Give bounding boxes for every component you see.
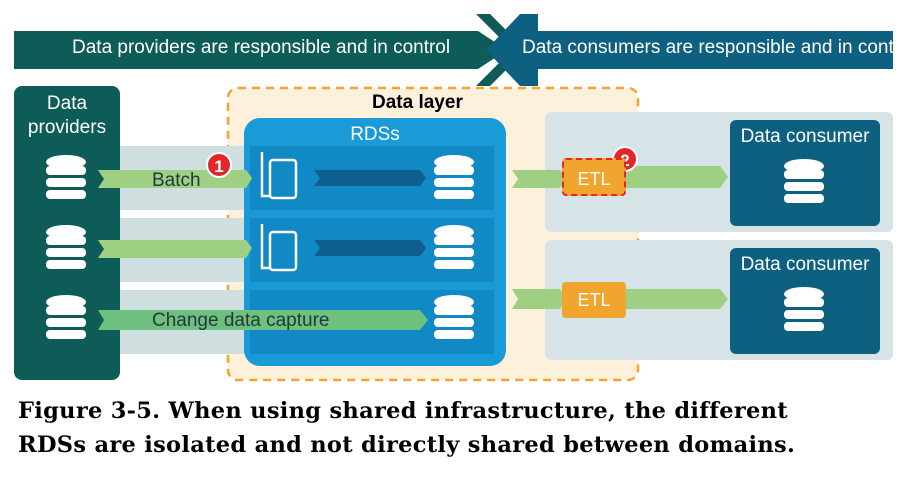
- rds-database-icon-2: [434, 225, 474, 269]
- consumer-title-top: Data consumer: [740, 126, 870, 147]
- providers-banner-text: Data providers are responsible and in co…: [72, 37, 451, 58]
- etl-bottom-in-arrow: [512, 289, 566, 309]
- providers-banner: [14, 31, 507, 69]
- etl-top-out-arrow: [626, 166, 728, 188]
- etl-bottom-out-arrow: [626, 289, 728, 309]
- consumer-title-bottom: Data consumer: [740, 254, 870, 275]
- rds-database-icon-1: [434, 155, 474, 199]
- rds-arrow-2: [314, 240, 426, 256]
- cdc-label: Change data capture: [152, 310, 330, 331]
- etl-top-in-arrow: [512, 170, 566, 188]
- rds-title: RDSs: [350, 124, 400, 145]
- provider-database-icon-2: [46, 225, 86, 269]
- batch-label: Batch: [152, 170, 201, 191]
- rds-database-icon-3: [434, 295, 474, 339]
- cdc-arrow: [98, 310, 428, 330]
- consumer-database-icon-1: [784, 159, 824, 203]
- consumers-banner-text: Data consumers are responsible and in co…: [522, 37, 905, 58]
- lane2-arrow: [98, 240, 252, 258]
- document-icon: [260, 224, 298, 272]
- provider-database-icon-1: [46, 155, 86, 199]
- figure-caption-line-1: Figure 3-5. When using shared infrastruc…: [18, 398, 788, 424]
- rds-arrow-1: [314, 170, 426, 186]
- data-layer-title: Data layer: [372, 92, 463, 113]
- badge-1: 1: [206, 152, 232, 178]
- etl-box-bottom: ETL: [562, 282, 626, 318]
- document-icon: [260, 152, 298, 200]
- consumer-database-icon-2: [784, 287, 824, 331]
- etl-box-top: ETL: [562, 158, 626, 196]
- banner-divider-right: [486, 14, 538, 86]
- providers-title: Data providers: [27, 93, 107, 138]
- provider-database-icon-3: [46, 295, 86, 339]
- consumers-banner: [509, 31, 893, 69]
- figure-caption-line-2: RDSs are isolated and not directly share…: [18, 432, 796, 458]
